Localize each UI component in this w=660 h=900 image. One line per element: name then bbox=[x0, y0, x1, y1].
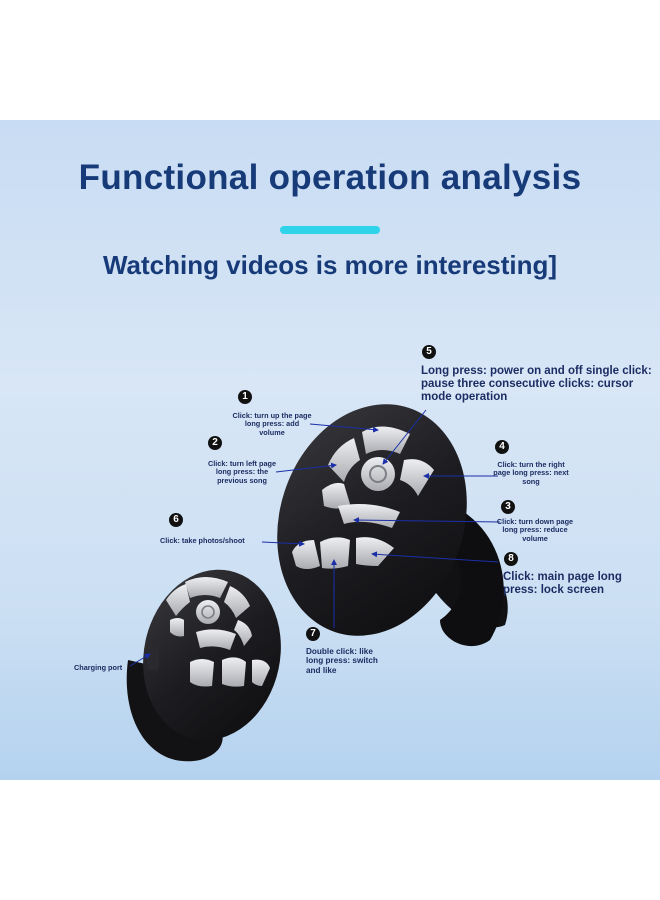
page-subtitle: Watching videos is more interesting] bbox=[102, 250, 558, 280]
left-arrow-icon bbox=[328, 438, 360, 482]
small-camera-button bbox=[190, 659, 214, 687]
callout-number-5: 5 bbox=[422, 345, 436, 359]
small-home-button bbox=[252, 659, 270, 686]
small-right-button bbox=[224, 586, 250, 618]
leader-line-1 bbox=[309, 423, 379, 433]
small-up-button bbox=[185, 577, 228, 598]
small-left-button bbox=[166, 584, 190, 616]
callout-label-8: Click: main page long press: lock screen bbox=[503, 571, 622, 597]
leader-line-2 bbox=[275, 462, 337, 473]
callout-number-3: 3 bbox=[501, 500, 515, 514]
small-ring-remote bbox=[126, 569, 281, 762]
callout-number-2: 2 bbox=[208, 436, 222, 450]
callout-label-5: Long press: power on and off single clic… bbox=[421, 365, 652, 404]
camera-icon bbox=[292, 540, 320, 569]
leader-line-6 bbox=[261, 540, 305, 547]
small-down-button bbox=[196, 629, 236, 650]
leader-line-8 bbox=[371, 551, 499, 563]
leader-line-3 bbox=[353, 517, 501, 524]
product-infographic: Functional operation analysis Watching v… bbox=[0, 120, 660, 780]
callout-label-4: Click: turn the right page long press: n… bbox=[493, 460, 569, 486]
left-button bbox=[322, 482, 350, 509]
right-arrow-icon bbox=[400, 459, 434, 496]
heart-icon bbox=[320, 537, 350, 569]
callout-number-7: 7 bbox=[306, 627, 320, 641]
callout-label-6: Click: take photos/shoot bbox=[160, 536, 245, 545]
callout-number-8: 8 bbox=[504, 552, 518, 566]
callout-label-3: Click: turn down page long press: reduce… bbox=[496, 517, 574, 543]
callout-label-2: Click: turn left page long press: the pr… bbox=[207, 459, 277, 485]
charging-port bbox=[147, 640, 159, 670]
accent-bar bbox=[280, 226, 380, 234]
callout-number-6: 6 bbox=[169, 513, 183, 527]
page-title: Functional operation analysis bbox=[78, 158, 582, 197]
power-icon bbox=[361, 457, 395, 491]
ring-remote-illustration bbox=[126, 404, 508, 762]
leader-line-charging bbox=[129, 653, 151, 667]
small-power-button bbox=[196, 600, 220, 624]
callout-label-1: Click: turn up the page long press: add … bbox=[232, 411, 312, 437]
charging-port-label: Charging port bbox=[74, 663, 123, 672]
up-arrow-icon bbox=[362, 426, 410, 454]
callout-number-1: 1 bbox=[238, 390, 252, 404]
small-left-lower-button bbox=[170, 618, 184, 637]
small-heart-button bbox=[222, 657, 246, 687]
leader-line-5 bbox=[382, 409, 427, 465]
callout-number-4: 4 bbox=[495, 440, 509, 454]
callout-label-7: Double click: like long press: switch an… bbox=[306, 647, 378, 675]
small-right-lower-button bbox=[234, 620, 252, 646]
